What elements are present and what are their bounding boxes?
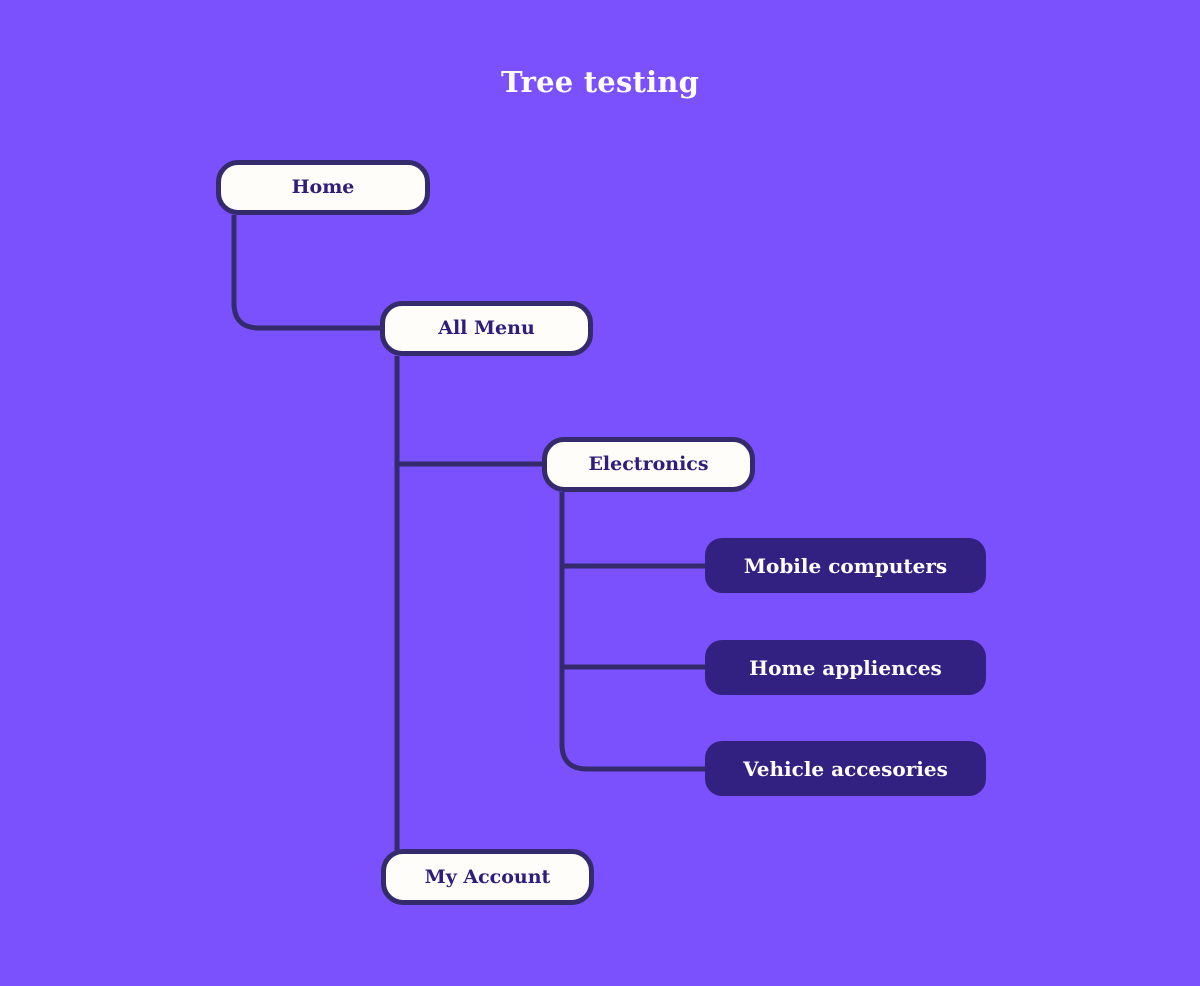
tree-node-home[interactable]: Home: [216, 160, 430, 215]
page-title: Tree testing: [500, 65, 700, 99]
tree-node-vehicle-accesories[interactable]: Vehicle accesories: [705, 741, 986, 796]
tree-node-my-account[interactable]: My Account: [381, 849, 594, 905]
edge-electronics-trunk: [559, 492, 707, 772]
tree-node-mobile-computers[interactable]: Mobile computers: [705, 538, 986, 593]
tree-node-electronics[interactable]: Electronics: [542, 437, 755, 492]
tree-node-home-appliences[interactable]: Home appliences: [705, 640, 986, 695]
edge-home-to-all-menu: [231, 215, 382, 331]
tree-node-all-menu[interactable]: All Menu: [380, 301, 593, 356]
